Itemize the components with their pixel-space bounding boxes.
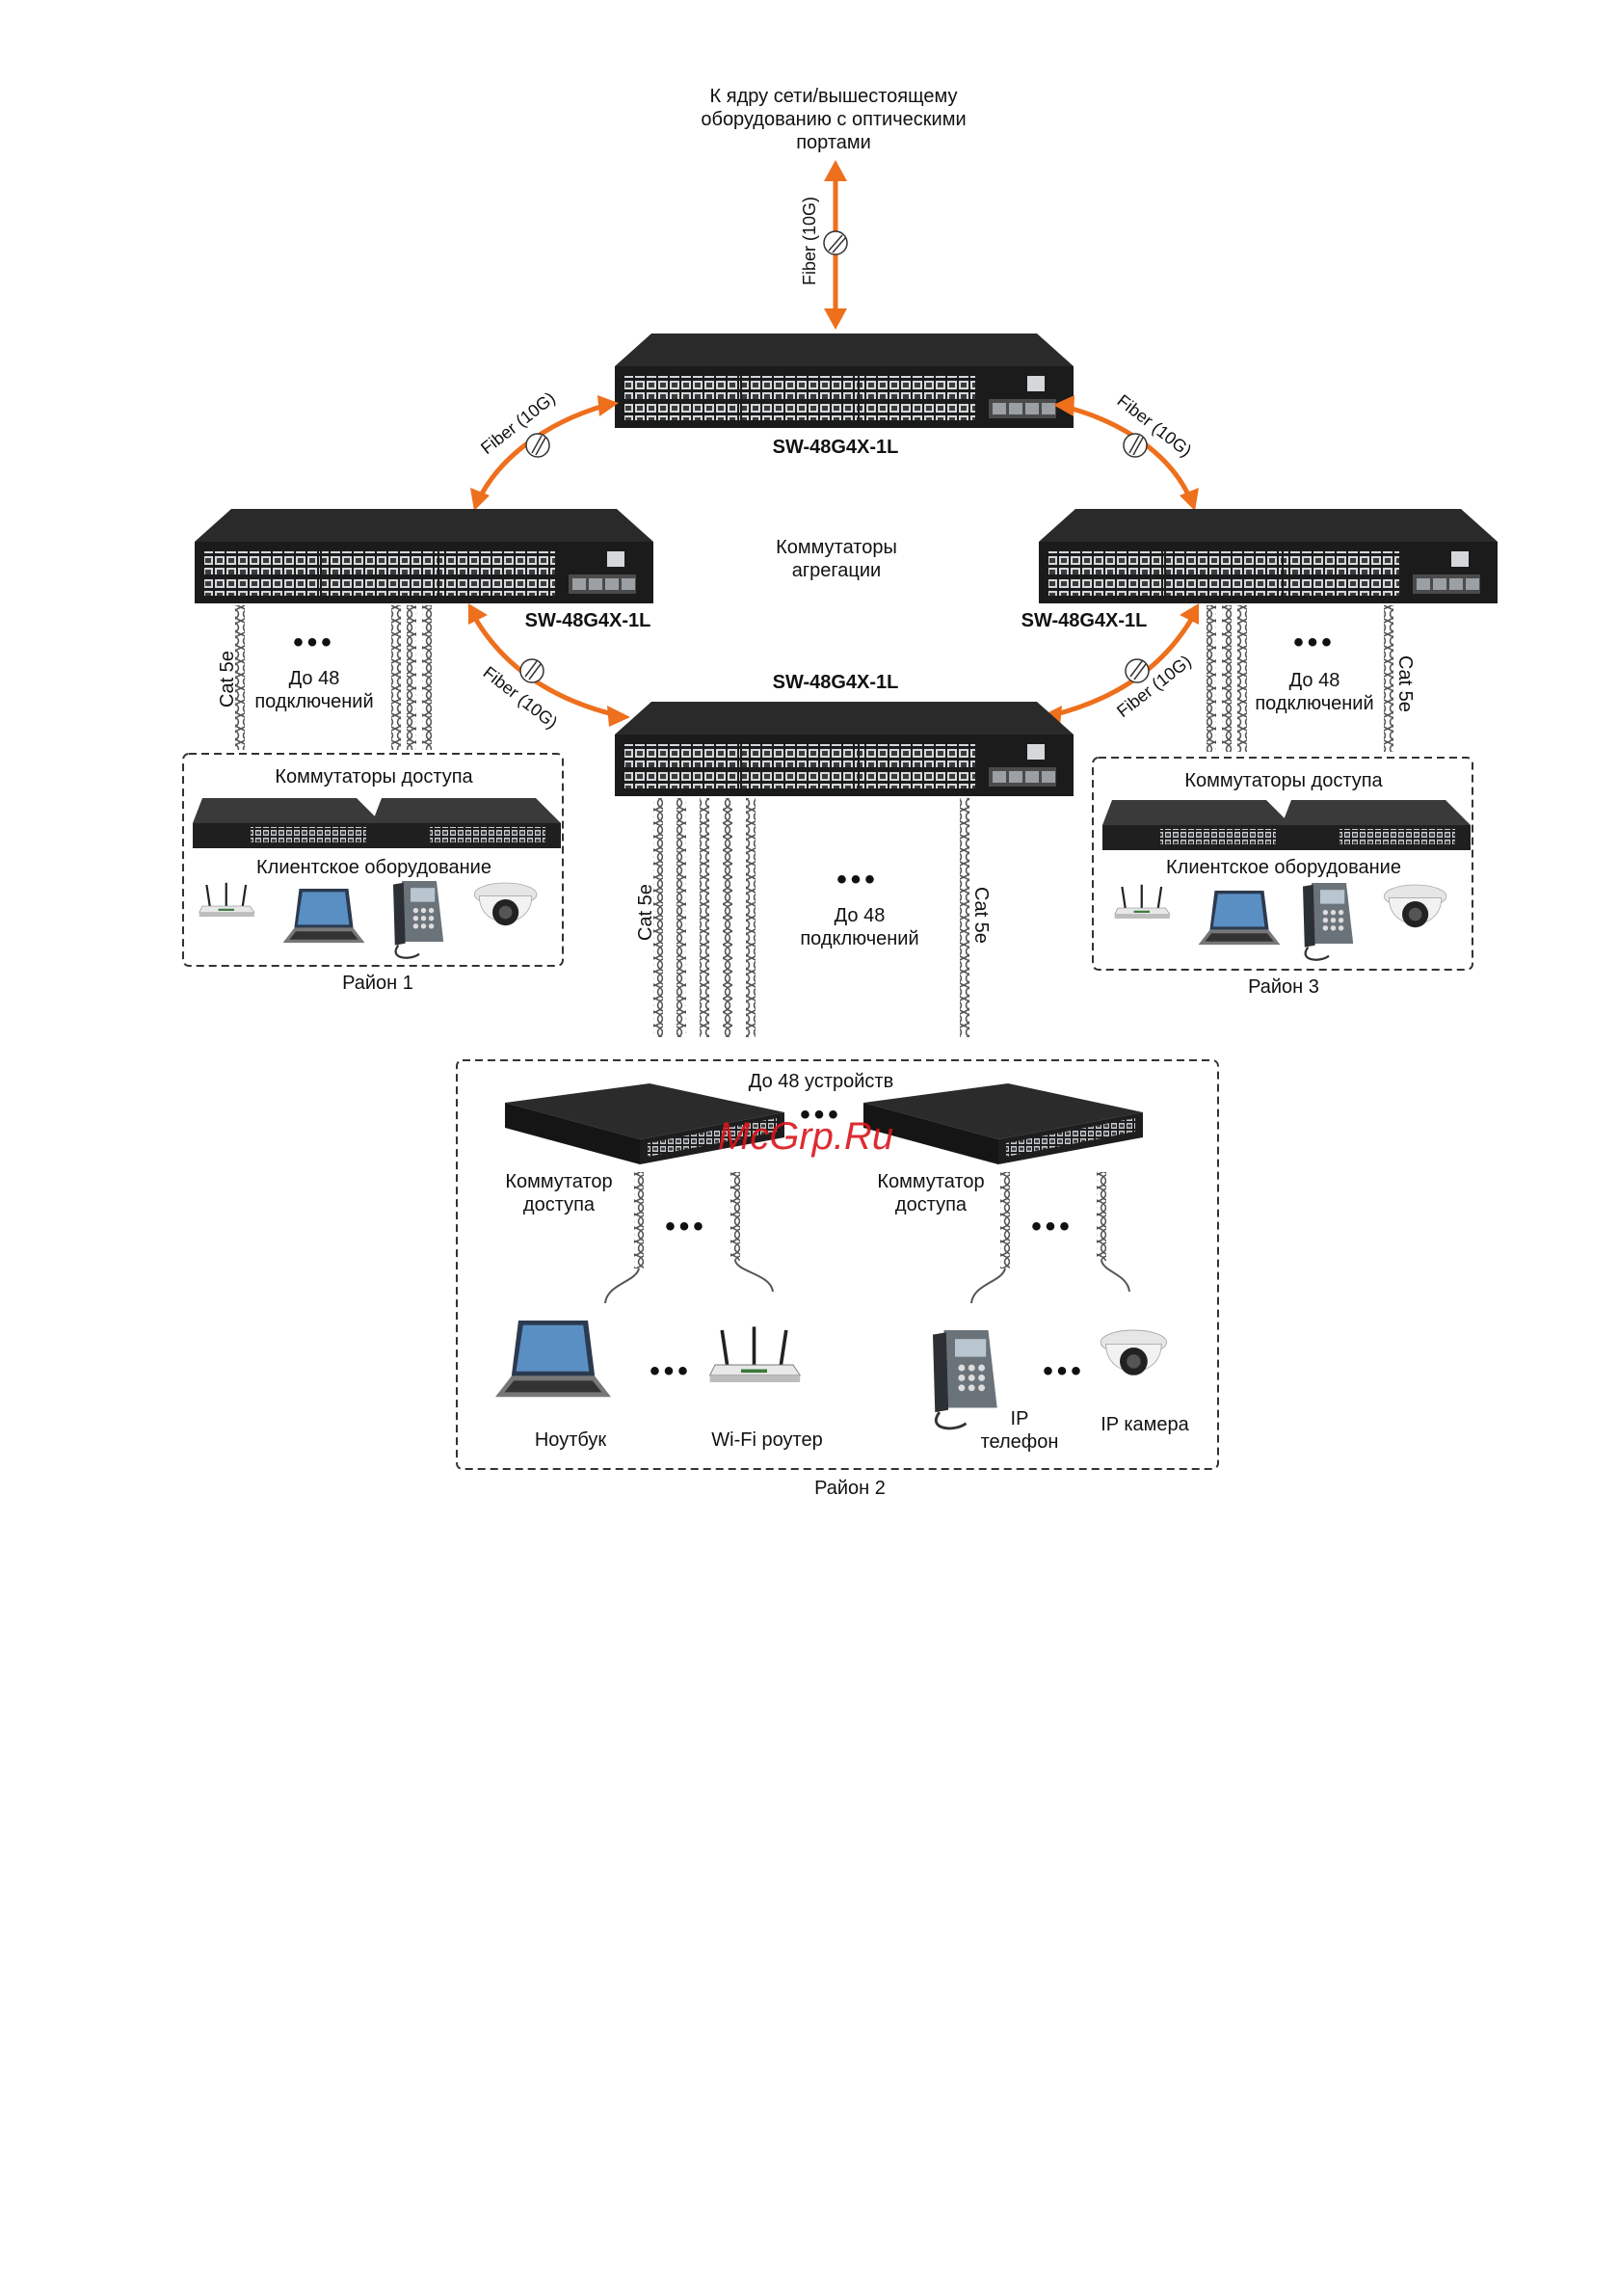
district-3-phone-icon: [1301, 881, 1355, 961]
upto-center-1: До 48: [835, 905, 886, 926]
core-switch-model: SW-48G4X-1L: [773, 437, 899, 458]
district-2-phone-label-2: телефон: [981, 1431, 1059, 1453]
aggregation-left-model: SW-48G4X-1L: [525, 610, 651, 631]
fiber-link-left-bottom: [468, 603, 630, 727]
dots-left: •••: [293, 627, 335, 658]
district-1-access-title: Коммутаторы доступа: [275, 766, 473, 788]
uplink-text-2: оборудованию с оптическими: [701, 109, 966, 130]
district-3-camera-icon: [1383, 884, 1447, 928]
upto-left-2: подключений: [254, 691, 373, 712]
uplink-text-3: портами: [796, 132, 871, 153]
district-2-upto-devices: До 48 устройств: [749, 1071, 893, 1092]
district-1-access-switch-2: [372, 798, 561, 848]
district-2-box: [456, 1059, 1219, 1470]
district-3-access-switch-2: [1282, 800, 1471, 850]
upto-right-1: До 48: [1289, 670, 1340, 691]
district-2-name: Район 2: [814, 1478, 886, 1499]
aggregation-right-model: SW-48G4X-1L: [1021, 610, 1148, 631]
district-3-box: [1092, 757, 1473, 971]
district-2-access-left-1: Коммутатор: [505, 1171, 612, 1192]
district-2-camera-icon: [1100, 1329, 1168, 1376]
core-switch: [615, 334, 1074, 428]
fiber-link-left-top: [470, 395, 619, 511]
cat5e-cables-left: [235, 605, 432, 750]
watermark: McGrp.Ru: [718, 1115, 893, 1158]
aggregation-caption-2: агрегации: [792, 560, 881, 581]
upto-right-2: подключений: [1255, 693, 1373, 714]
district-3-access-switch-1: [1102, 800, 1291, 850]
district-2-laptop-icon: [495, 1321, 611, 1398]
district-3-access-title: Коммутаторы доступа: [1184, 770, 1383, 791]
district-1-name: Район 1: [342, 973, 413, 994]
cat5e-label-center-left: Cat 5e: [635, 884, 656, 941]
district-2-laptop-label: Ноутбук: [535, 1429, 607, 1451]
district-2-access-right-2: доступа: [895, 1194, 968, 1215]
aggregation-center-model: SW-48G4X-1L: [773, 672, 899, 693]
district-2-router-icon: [707, 1324, 803, 1384]
aggregation-switch-left: [195, 509, 653, 603]
fiber-link-right-top: [1053, 395, 1199, 511]
district-2-access-switch-right: [863, 1083, 1143, 1164]
aggregation-caption-1: Коммутаторы: [776, 537, 897, 558]
dots-center: •••: [836, 864, 879, 895]
cat5e-label-right: Cat 5e: [1394, 655, 1416, 712]
district-1-camera-icon: [473, 882, 538, 926]
uplink-fiber-link: [823, 160, 848, 330]
district-2-dots-phone-camera: •••: [1043, 1355, 1085, 1387]
district-2-phone-label-1: IP: [1011, 1408, 1029, 1429]
district-2-access-left-2: доступа: [523, 1194, 596, 1215]
district-3-router-icon: [1113, 883, 1172, 921]
district-3-client-title: Клиентское оборудование: [1166, 857, 1401, 878]
cat5e-label-center-right: Cat 5e: [970, 887, 992, 944]
aggregation-switch-right: [1039, 509, 1498, 603]
district-2-dots-right: •••: [1031, 1211, 1074, 1242]
district-2-switch-dots: •••: [800, 1099, 842, 1131]
cat5e-cables-center: [653, 798, 969, 1037]
district-2-cables: [604, 1172, 1130, 1304]
fiber-link-right-bottom: [1039, 603, 1199, 727]
district-2-camera-label: IP камера: [1101, 1414, 1189, 1435]
district-2-dots-laptop-router: •••: [650, 1355, 692, 1387]
district-1-router-icon: [198, 881, 255, 919]
uplink-fiber-label: Fiber (10G): [800, 197, 819, 285]
aggregation-switch-center: [615, 702, 1074, 796]
upto-left-1: До 48: [289, 668, 340, 689]
cat5e-label-left: Cat 5e: [217, 651, 238, 707]
district-3-laptop-icon: [1198, 891, 1281, 946]
district-1-box: [182, 753, 564, 967]
district-1-access-switch-1: [193, 798, 382, 848]
cat5e-cables-right: [1207, 605, 1393, 752]
district-2-phone-icon: [931, 1328, 999, 1430]
district-2-dots-left: •••: [665, 1211, 707, 1242]
uplink-text-1: К ядру сети/вышестоящему: [710, 86, 958, 107]
district-1-client-title: Клиентское оборудование: [256, 857, 491, 878]
district-2-router-label: Wi-Fi роутер: [711, 1429, 822, 1451]
dots-right: •••: [1293, 627, 1336, 658]
district-2-access-right-1: Коммутатор: [877, 1171, 984, 1192]
district-3-name: Район 3: [1248, 976, 1319, 998]
district-1-laptop-icon: [282, 889, 365, 944]
upto-center-2: подключений: [800, 928, 918, 949]
district-1-phone-icon: [391, 879, 445, 959]
